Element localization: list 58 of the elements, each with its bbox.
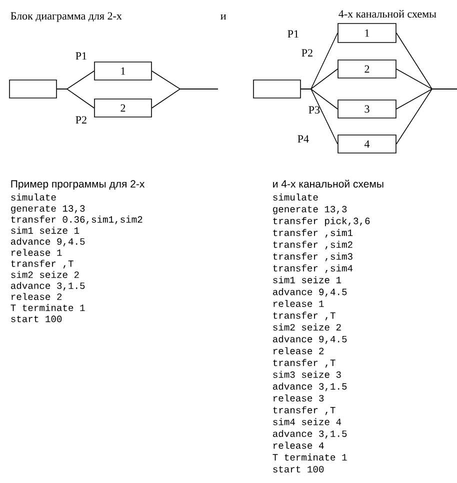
code-line: transfer ,T xyxy=(273,406,336,415)
code-line: transfer ,sim2 xyxy=(273,240,352,250)
code-line: simulate xyxy=(11,194,56,201)
code-line: advance 9,4.5 xyxy=(273,335,347,344)
connector-line xyxy=(396,88,457,144)
code-line: sim2 seize 2 xyxy=(11,270,79,278)
code-line: transfer ,T xyxy=(273,359,336,368)
code-line: start 100 xyxy=(11,316,62,322)
source-box xyxy=(9,80,57,98)
code-line: advance 3,1.5 xyxy=(273,382,347,392)
channel-label: P4 xyxy=(298,135,309,142)
code-line: advance 9,4.5 xyxy=(273,288,347,297)
code-line: transfer pick,3,6 xyxy=(273,217,370,226)
channel-box: 4 xyxy=(338,134,396,154)
connector-line xyxy=(152,88,218,108)
channel-label: P1 xyxy=(288,30,298,38)
code-line: transfer ,T xyxy=(11,260,74,268)
code-line: transfer 0.36,sim1,sim2 xyxy=(11,216,142,224)
code-line: advance 3,1.5 xyxy=(11,282,85,291)
heading: и xyxy=(220,14,226,20)
heading: Блок диаграмма для 2-х xyxy=(10,12,122,22)
code-line: start 100 xyxy=(273,466,324,472)
code-line: advance 9,4.5 xyxy=(11,238,85,246)
code-line: sim2 seize 2 xyxy=(273,324,341,331)
channel-label: P3 xyxy=(308,106,320,114)
code-line: release 3 xyxy=(274,394,324,402)
channel-box: 2 xyxy=(338,60,396,78)
code-line: release 1 xyxy=(274,300,324,307)
code-line: T terminate 1 xyxy=(10,304,85,312)
code-line: release 4 xyxy=(274,442,324,449)
code-line: generate 13,3 xyxy=(11,205,85,214)
code-line: advance 3,1.5 xyxy=(273,430,347,439)
code-line: T terminate 1 xyxy=(272,454,347,461)
connector-line xyxy=(56,88,94,108)
heading: Пример программы для 2-х xyxy=(11,180,145,190)
code-line: simulate xyxy=(273,194,318,201)
channel-label: P1 xyxy=(76,52,86,60)
code-line: release 2 xyxy=(274,347,324,354)
code-line: transfer ,sim4 xyxy=(273,264,353,274)
code-line: transfer ,T xyxy=(273,312,336,320)
code-line: sim1 seize 1 xyxy=(273,276,342,284)
channel-label: P2 xyxy=(76,116,86,124)
code-line: generate 13,3 xyxy=(273,206,347,214)
connector-line xyxy=(300,88,338,144)
channel-box: 3 xyxy=(338,100,396,118)
code-line: transfer ,sim3 xyxy=(273,252,352,262)
code-line: sim4 seize 4 xyxy=(273,418,342,426)
code-line: release 1 xyxy=(12,248,62,256)
heading: и 4-х канальной схемы xyxy=(273,180,384,188)
source-box xyxy=(253,80,301,98)
code-line: sim3 seize 3 xyxy=(273,370,341,378)
code-line: sim1 seize 1 xyxy=(11,226,80,234)
channel-label: P2 xyxy=(302,49,312,56)
channel-box: 2 xyxy=(94,98,152,118)
code-line: transfer ,sim1 xyxy=(273,229,353,238)
code-line: release 2 xyxy=(12,292,62,300)
channel-box: 1 xyxy=(94,62,152,80)
channel-box: 1 xyxy=(338,23,396,43)
